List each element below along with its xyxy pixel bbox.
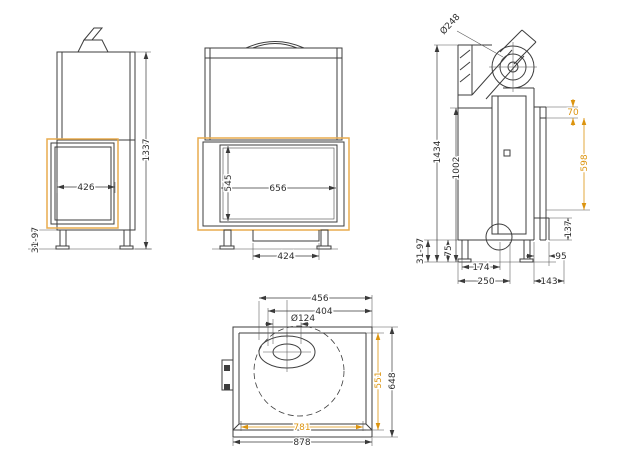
view-side-right: Ø248 1434 1002 75 31-97 70 598 137 95 17… [415, 10, 592, 288]
side-left-body-outline [56, 27, 136, 231]
dim-width-inner: 781 [293, 423, 310, 433]
dim-rear-shield-height: 598 [580, 154, 590, 171]
front-glass-inner [222, 147, 335, 220]
dim-leg-adjust-left: 31-97 [31, 227, 41, 253]
top-body-outline [232, 326, 373, 438]
flue-center-lines [263, 332, 311, 372]
dim-height-firebox: 1002 [452, 157, 462, 180]
dim-rear-outlet-depth: 95 [555, 252, 566, 262]
dim-depth-rear: 143 [540, 277, 557, 287]
dim-glass-height: 545 [224, 174, 234, 191]
dim-depth-door: 426 [77, 183, 94, 193]
dim-flue-hole-dia: Ø124 [291, 313, 316, 324]
dim-flue-center: 456 [311, 294, 328, 304]
flue-diameter-leader [456, 30, 504, 58]
dim-depth-total: 648 [388, 372, 398, 389]
side-right-body-outline [457, 29, 550, 241]
front-glass [219, 144, 338, 223]
dim-glass-width: 656 [269, 184, 286, 194]
side-right-legs [457, 239, 534, 263]
front-legs [219, 229, 332, 250]
side-left-door [50, 142, 115, 225]
fan-outline-dashed-circle [253, 325, 345, 417]
side-left-door-frame-accent [46, 138, 119, 229]
dim-flue-inner: 404 [315, 307, 332, 317]
dim-leg-height: 75 [444, 245, 454, 256]
view-side-left: 426 1337 31-97 [28, 27, 153, 254]
dim-depth-mid: 250 [477, 277, 494, 287]
top-handle-detail-upper [224, 365, 230, 371]
view-top: 456 404 Ø124 551 648 781 878 [221, 293, 399, 449]
view-front: 545 656 424 [197, 41, 350, 263]
dim-height-total-left: 1337 [142, 139, 152, 162]
top-handle-detail-lower [224, 384, 230, 390]
front-frame-inner [202, 141, 345, 227]
top-extension-lines [232, 295, 398, 446]
fan-center-lines [489, 42, 537, 92]
dim-depth-inner: 551 [374, 371, 384, 388]
dim-leg-adjust-right: 31-97 [416, 238, 426, 264]
dim-rear-gap-top: 70 [567, 108, 579, 118]
front-door-frame-accent [197, 137, 350, 231]
dim-height-total-right: 1434 [433, 140, 443, 163]
top-body-inner-lines [232, 332, 373, 431]
dim-depth-front: 174 [472, 263, 489, 273]
air-inlet-circle [485, 223, 513, 251]
side-left-legs [55, 229, 134, 250]
dim-base-width: 424 [277, 252, 294, 262]
front-body-outline [204, 41, 343, 141]
side-left-glass [54, 146, 112, 221]
dim-flue-diameter: Ø248 [438, 11, 463, 36]
dim-width-total: 878 [293, 438, 310, 448]
side-left-extension-lines [30, 51, 151, 250]
dim-rear-outlet-height: 137 [564, 220, 574, 237]
